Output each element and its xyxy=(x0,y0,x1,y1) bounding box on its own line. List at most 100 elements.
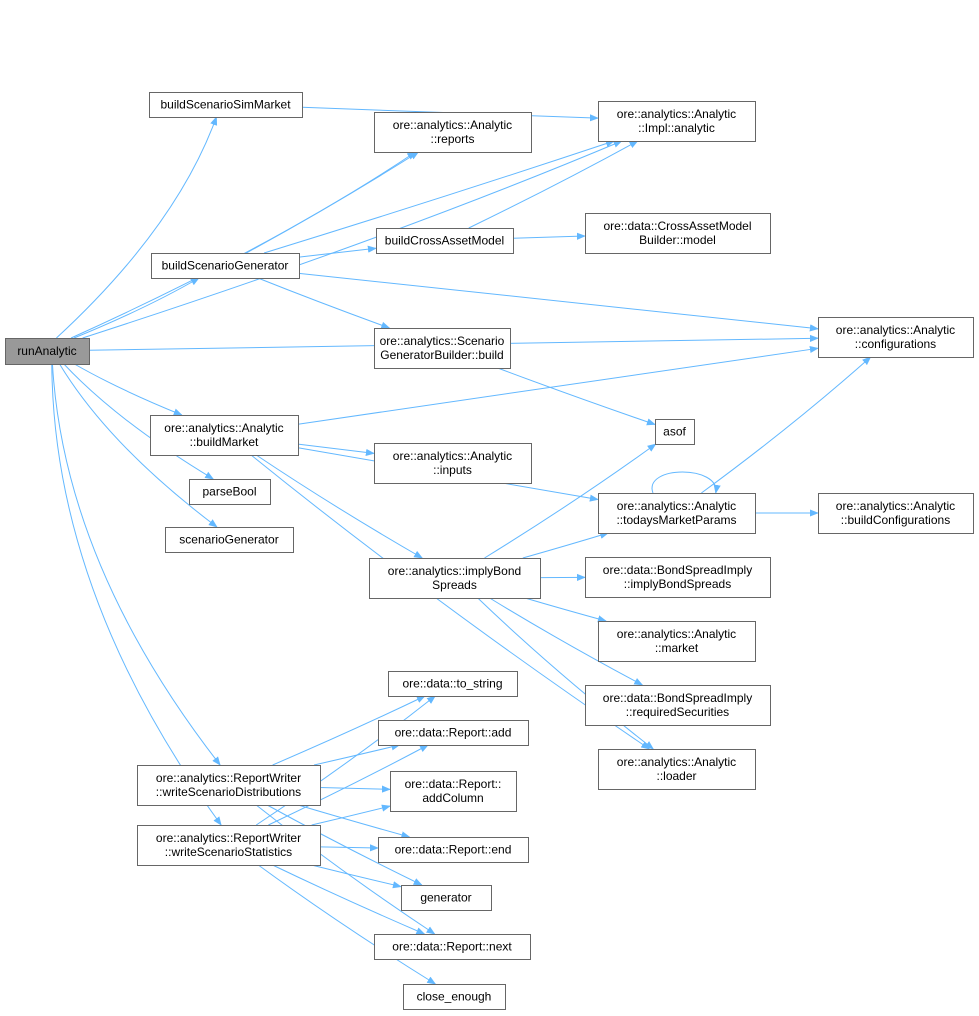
node-label: ore::analytics::Analytic xyxy=(617,499,736,513)
node-label: addColumn xyxy=(422,791,483,805)
node-label: ore::analytics::Scenario xyxy=(380,334,505,348)
node-label: ::buildConfigurations xyxy=(841,513,950,527)
edge-buildScenarioGenerator-to-configurations xyxy=(298,272,819,332)
node-label: Builder::model xyxy=(639,233,716,247)
edge-writeStats-to-reportAdd xyxy=(268,744,429,826)
node-label: ore::data::Report::add xyxy=(395,726,512,740)
node-box xyxy=(585,685,771,726)
node-box xyxy=(598,621,756,662)
node-label: ::loader xyxy=(656,769,696,783)
node-label: ore::data::CrossAssetModel xyxy=(603,219,751,233)
node-buildConfigurations[interactable]: ore::analytics::Analytic::buildConfigura… xyxy=(818,493,974,534)
edge-runAnalytic-to-scenarioGenerator xyxy=(59,363,218,528)
node-sgbBuild[interactable]: ore::analytics::ScenarioGeneratorBuilder… xyxy=(374,328,511,369)
node-label: ::buildMarket xyxy=(190,435,259,449)
node-box xyxy=(137,825,321,866)
edge-buildMarket-to-implyBondSpreads xyxy=(255,454,424,559)
node-reportAdd[interactable]: ore::data::Report::add xyxy=(378,720,529,746)
node-scenarioGenerator[interactable]: scenarioGenerator xyxy=(165,527,294,553)
node-loader[interactable]: ore::analytics::Analytic::loader xyxy=(598,749,756,790)
node-buildMarket[interactable]: ore::analytics::Analytic::buildMarket xyxy=(150,415,299,456)
node-box xyxy=(137,765,321,806)
node-buildScenarioGenerator[interactable]: buildScenarioGenerator xyxy=(151,253,300,279)
node-reports[interactable]: ore::analytics::Analytic::reports xyxy=(374,112,532,153)
edge-buildScenarioGenerator-to-implAnalytic xyxy=(263,140,615,254)
edge-writeStats-to-closeEnough xyxy=(257,864,437,985)
node-label: generator xyxy=(420,891,471,905)
node-implyBondSpreads[interactable]: ore::analytics::implyBondSpreads xyxy=(369,558,541,599)
node-label: ore::analytics::Analytic xyxy=(617,627,736,641)
node-label: ore::analytics::Analytic xyxy=(617,107,736,121)
node-implAnalytic[interactable]: ore::analytics::Analytic::Impl::analytic xyxy=(598,101,756,142)
node-label: buildCrossAssetModel xyxy=(385,234,504,248)
edge-implyBondSpreads-to-loader xyxy=(477,597,654,750)
node-inputs[interactable]: ore::analytics::Analytic::inputs xyxy=(374,443,532,484)
node-box xyxy=(376,228,514,254)
node-todaysMarketParams[interactable]: ore::analytics::Analytic::todaysMarketPa… xyxy=(598,493,756,534)
node-buildCrossAssetModel[interactable]: buildCrossAssetModel xyxy=(376,228,514,254)
node-box xyxy=(585,213,771,254)
node-box xyxy=(378,720,529,746)
edge-writeStats-to-generator xyxy=(311,864,402,889)
node-label: buildScenarioGenerator xyxy=(162,259,289,273)
edge-buildScenarioGenerator-to-reports xyxy=(246,151,420,254)
node-requiredSecurities[interactable]: ore::data::BondSpreadImply::requiredSecu… xyxy=(585,685,771,726)
edge-implyBondSpreads-to-asof xyxy=(484,443,657,559)
node-reportEnd[interactable]: ore::data::Report::end xyxy=(378,837,529,863)
node-box xyxy=(378,837,529,863)
node-box xyxy=(5,338,90,365)
node-toString[interactable]: ore::data::to_string xyxy=(388,671,518,697)
node-label: ore::data::to_string xyxy=(402,677,502,691)
node-asof[interactable]: asof xyxy=(655,419,695,445)
edge-writeDist-to-addColumn xyxy=(319,785,391,793)
node-box xyxy=(165,527,294,553)
node-runAnalytic[interactable]: runAnalytic xyxy=(5,338,90,365)
node-configurations[interactable]: ore::analytics::Analytic::configurations xyxy=(818,317,974,358)
edge-todaysMarketParams-to-configurations xyxy=(701,356,872,494)
edge-runAnalytic-to-implAnalytic xyxy=(82,140,623,339)
node-label: ::writeScenarioDistributions xyxy=(156,785,301,799)
node-label: ore::data::Report::end xyxy=(395,843,512,857)
node-box xyxy=(374,934,531,960)
node-box xyxy=(150,415,299,456)
node-writeStats[interactable]: ore::analytics::ReportWriter::writeScena… xyxy=(137,825,321,866)
edge-sgbBuild-to-asof xyxy=(497,367,656,426)
node-box xyxy=(598,493,756,534)
node-generator[interactable]: generator xyxy=(401,885,492,911)
edge-buildScenarioGenerator-to-buildCrossAssetModel xyxy=(298,245,377,258)
node-box xyxy=(598,749,756,790)
node-label: ore::analytics::implyBond xyxy=(388,564,521,578)
node-label: ore::data::BondSpreadImply xyxy=(603,563,752,577)
node-buildScenarioSimMarket[interactable]: buildScenarioSimMarket xyxy=(149,92,303,118)
node-bsiImply[interactable]: ore::data::BondSpreadImply::implyBondSpr… xyxy=(585,557,771,598)
edge-writeDist-to-reportEnd xyxy=(297,804,411,839)
node-label: parseBool xyxy=(202,485,256,499)
edge-writeStats-to-reportNext xyxy=(272,864,426,935)
node-addColumn[interactable]: ore::data::Report::addColumn xyxy=(390,771,517,812)
node-label: ::reports xyxy=(430,132,474,146)
node-writeDist[interactable]: ore::analytics::ReportWriter::writeScena… xyxy=(137,765,321,806)
node-parseBool[interactable]: parseBool xyxy=(189,479,271,505)
node-label: ore::analytics::Analytic xyxy=(836,323,955,337)
edge-runAnalytic-to-buildScenarioSimMarket xyxy=(56,116,218,339)
node-label: asof xyxy=(663,425,686,439)
node-box xyxy=(818,493,974,534)
node-box xyxy=(388,671,518,697)
node-label: ::configurations xyxy=(855,337,936,351)
node-label: ore::analytics::Analytic xyxy=(617,755,736,769)
node-box xyxy=(374,443,532,484)
node-box xyxy=(401,885,492,911)
edge-buildMarket-to-configurations xyxy=(297,345,819,425)
node-closeEnough[interactable]: close_enough xyxy=(403,984,506,1010)
node-label: ::todaysMarketParams xyxy=(616,513,736,527)
node-box xyxy=(390,771,517,812)
edge-buildCrossAssetModel-to-camModel xyxy=(512,232,586,240)
node-reportNext[interactable]: ore::data::Report::next xyxy=(374,934,531,960)
node-label: runAnalytic xyxy=(17,344,76,358)
edge-runAnalytic-to-writeStats xyxy=(51,363,222,826)
node-market[interactable]: ore::analytics::Analytic::market xyxy=(598,621,756,662)
node-label: Spreads xyxy=(432,578,477,592)
nodes: runAnalyticbuildScenarioSimMarketore::an… xyxy=(5,92,974,1010)
